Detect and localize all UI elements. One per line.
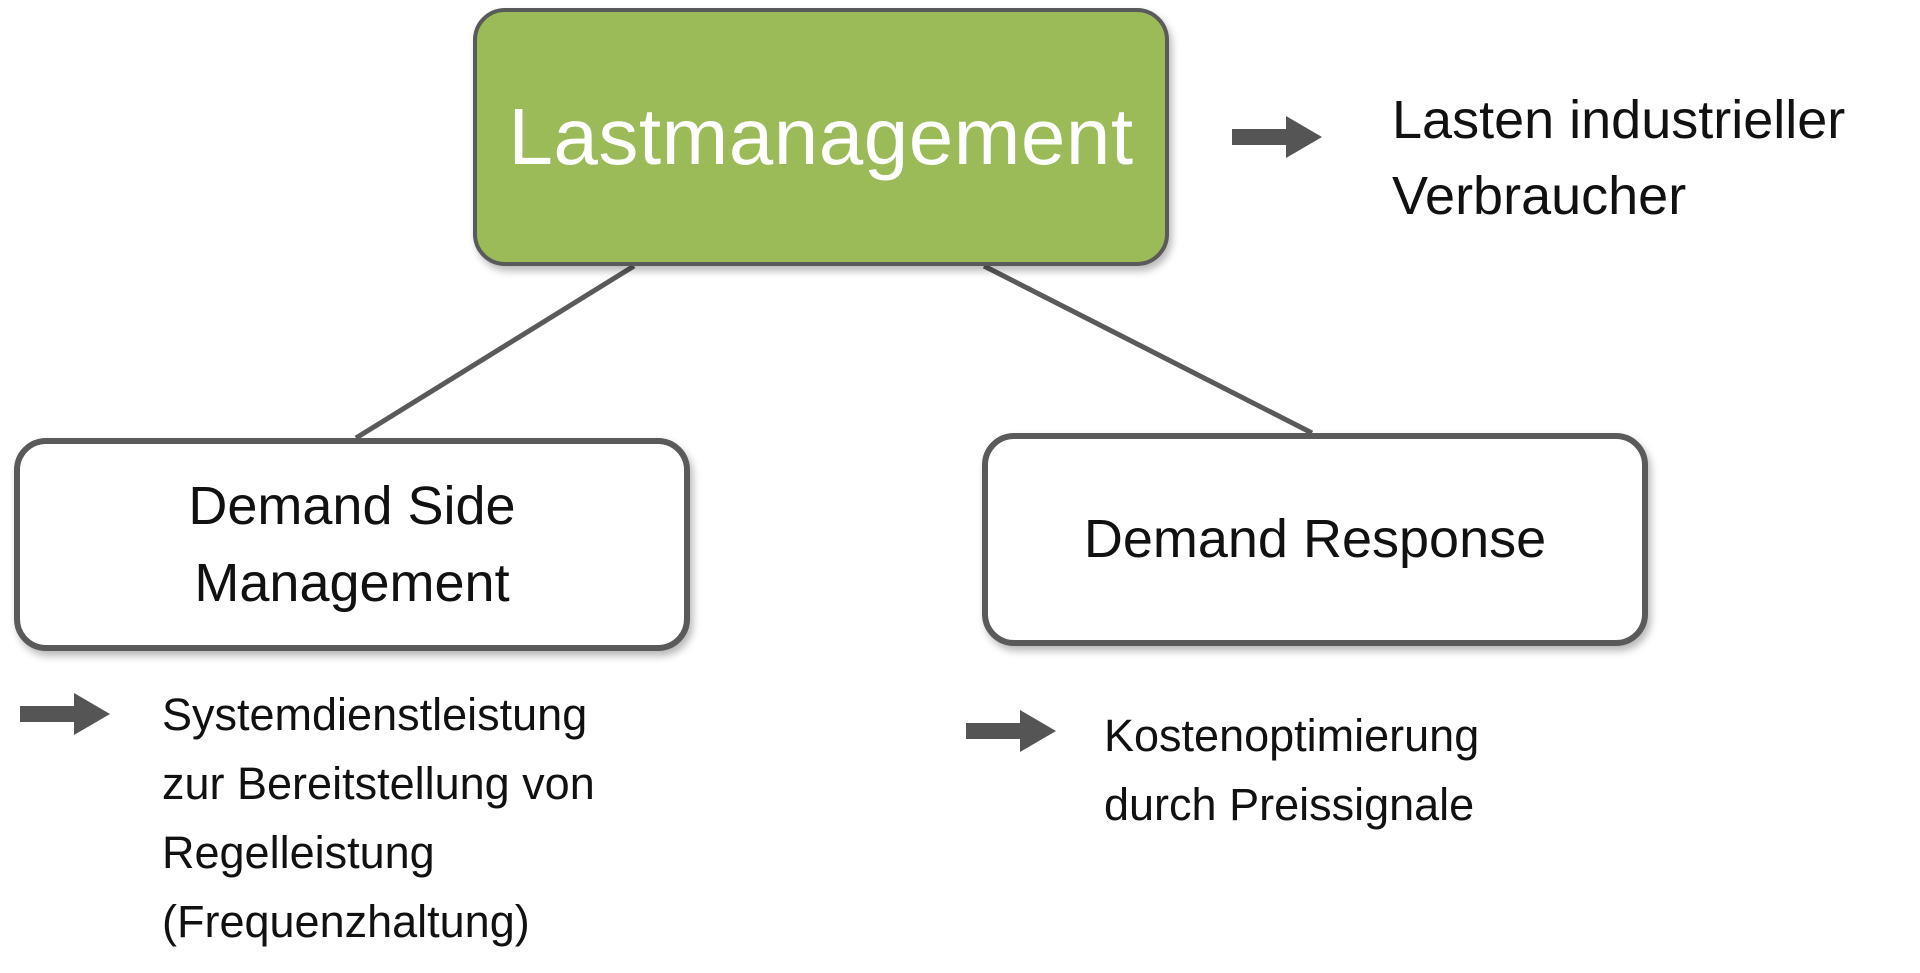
arrow-right-icon [1232, 116, 1322, 158]
demand-side-management-note: Systemdienstleistung zur Bereitstellung … [162, 689, 595, 947]
child-node-label: Demand Side Management [188, 475, 516, 613]
child-node-label: Demand Response [1083, 509, 1547, 569]
root-note: Lasten industrieller Verbraucher [1392, 90, 1846, 226]
child-node-demand-response: Demand Response [982, 433, 1648, 646]
connector-root-to-demand-side-management [354, 263, 636, 441]
arrow-right-icon [20, 693, 110, 735]
connector-root-to-demand-response [982, 263, 1314, 436]
arrow-right-icon [966, 710, 1056, 752]
root-node-lastmanagement: Lastmanagement [473, 8, 1169, 266]
child-node-demand-side-management: Demand Side Management [14, 438, 690, 651]
demand-response-note: Kostenoptimierung durch Preissignale [1104, 710, 1480, 830]
root-node-label: Lastmanagement [508, 92, 1134, 181]
